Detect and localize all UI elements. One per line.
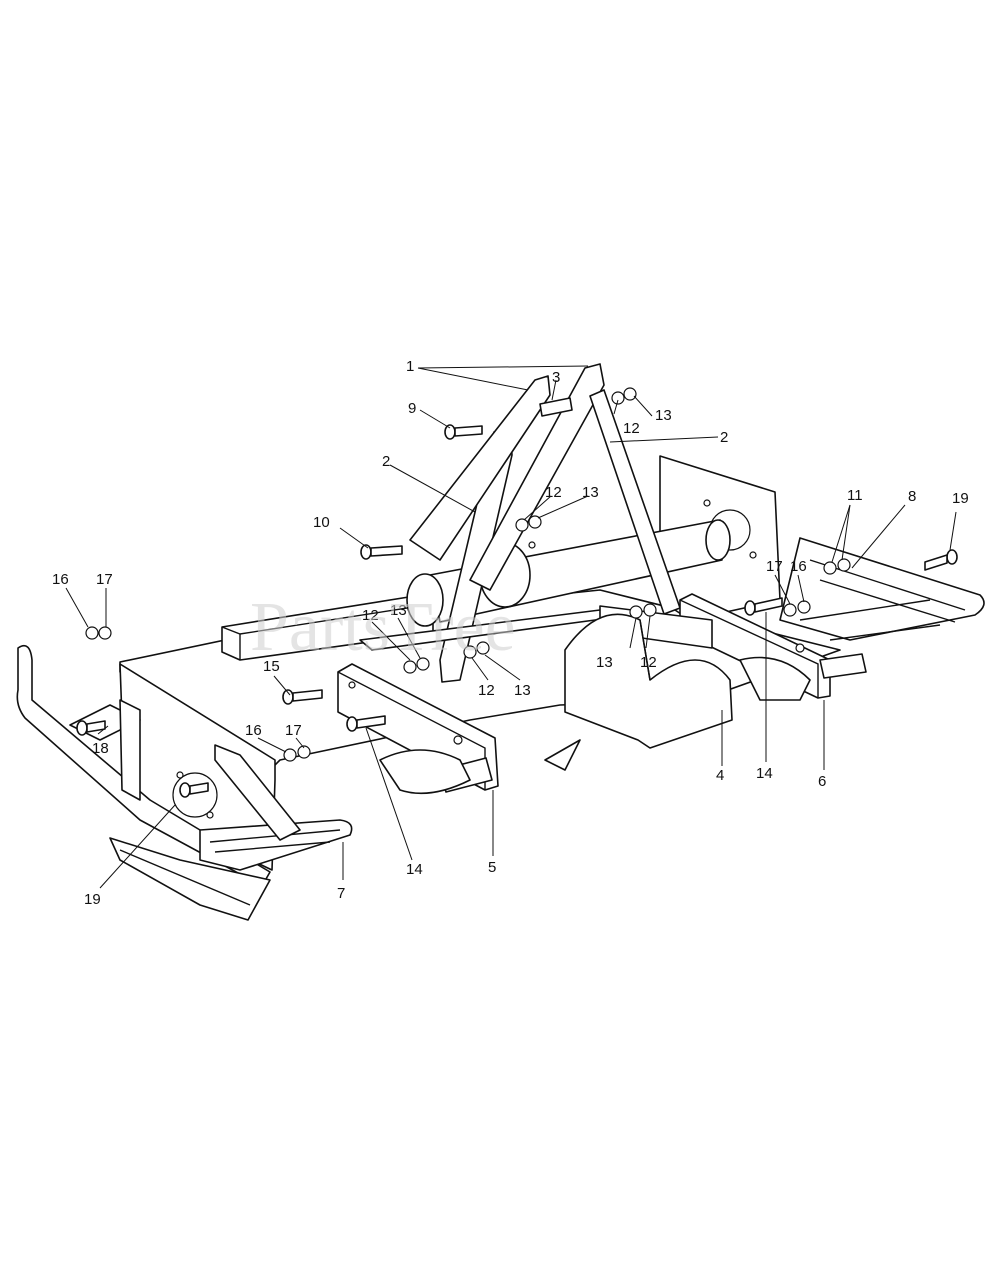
- callout-14: 14: [406, 861, 423, 878]
- callout-12: 12: [478, 682, 495, 699]
- callout-7: 7: [337, 885, 345, 902]
- callout-3: 3: [552, 369, 560, 386]
- callout-13: 13: [514, 682, 531, 699]
- callout-1: 1: [406, 358, 414, 375]
- bolt-14-left: [346, 715, 386, 732]
- callout-9: 9: [408, 400, 416, 417]
- bolt-15: [282, 689, 323, 705]
- callout-2: 2: [720, 429, 728, 446]
- callout-12: 12: [640, 654, 657, 671]
- callout-12: 12: [545, 484, 562, 501]
- callout-4: 4: [716, 767, 724, 784]
- callout-2: 2: [382, 453, 390, 470]
- callout-5: 5: [488, 859, 496, 876]
- callout-16: 16: [245, 722, 262, 739]
- left-bearing: [406, 573, 444, 627]
- watermark: PartsTree: [250, 589, 516, 666]
- callout-14: 14: [756, 765, 773, 782]
- callout-13: 13: [582, 484, 599, 501]
- tine-shield: [564, 613, 733, 749]
- hitch-pin-3: [539, 397, 573, 417]
- bolt-19-left: [179, 782, 209, 798]
- callout-17: 17: [766, 558, 783, 575]
- callout-8: 8: [908, 488, 916, 505]
- hitch-plate-left: [409, 375, 551, 561]
- callout-15: 15: [263, 658, 280, 675]
- bolt-19-right: [924, 549, 958, 571]
- callout-16: 16: [790, 558, 807, 575]
- callout-17: 17: [285, 722, 302, 739]
- tine-set: [379, 749, 471, 795]
- callout-6: 6: [818, 773, 826, 790]
- bolt-10: [360, 544, 403, 560]
- callout-12: 12: [362, 607, 379, 624]
- callout-13: 13: [655, 407, 672, 424]
- bolt-14-right: [744, 597, 783, 616]
- callout-13: 13: [596, 654, 613, 671]
- callout-17: 17: [96, 571, 113, 588]
- callout-13: 13: [390, 602, 407, 619]
- callout-11: 11: [847, 487, 863, 504]
- leader-lines: [65, 365, 957, 889]
- callout-labels: 1 2 2 3 4 5 6 7 8 9 10 11 12 12 12 12 12…: [52, 358, 969, 908]
- callout-18: 18: [92, 740, 109, 757]
- callout-19: 19: [84, 891, 101, 908]
- callout-12: 12: [623, 420, 640, 437]
- bolt-9: [444, 424, 483, 440]
- left-bearing-flange: [172, 772, 218, 818]
- callout-10: 10: [313, 514, 330, 531]
- bolt-18: [76, 720, 106, 736]
- callout-16: 16: [52, 571, 69, 588]
- tiller-drawing: [16, 363, 985, 921]
- callout-19: 19: [952, 490, 969, 507]
